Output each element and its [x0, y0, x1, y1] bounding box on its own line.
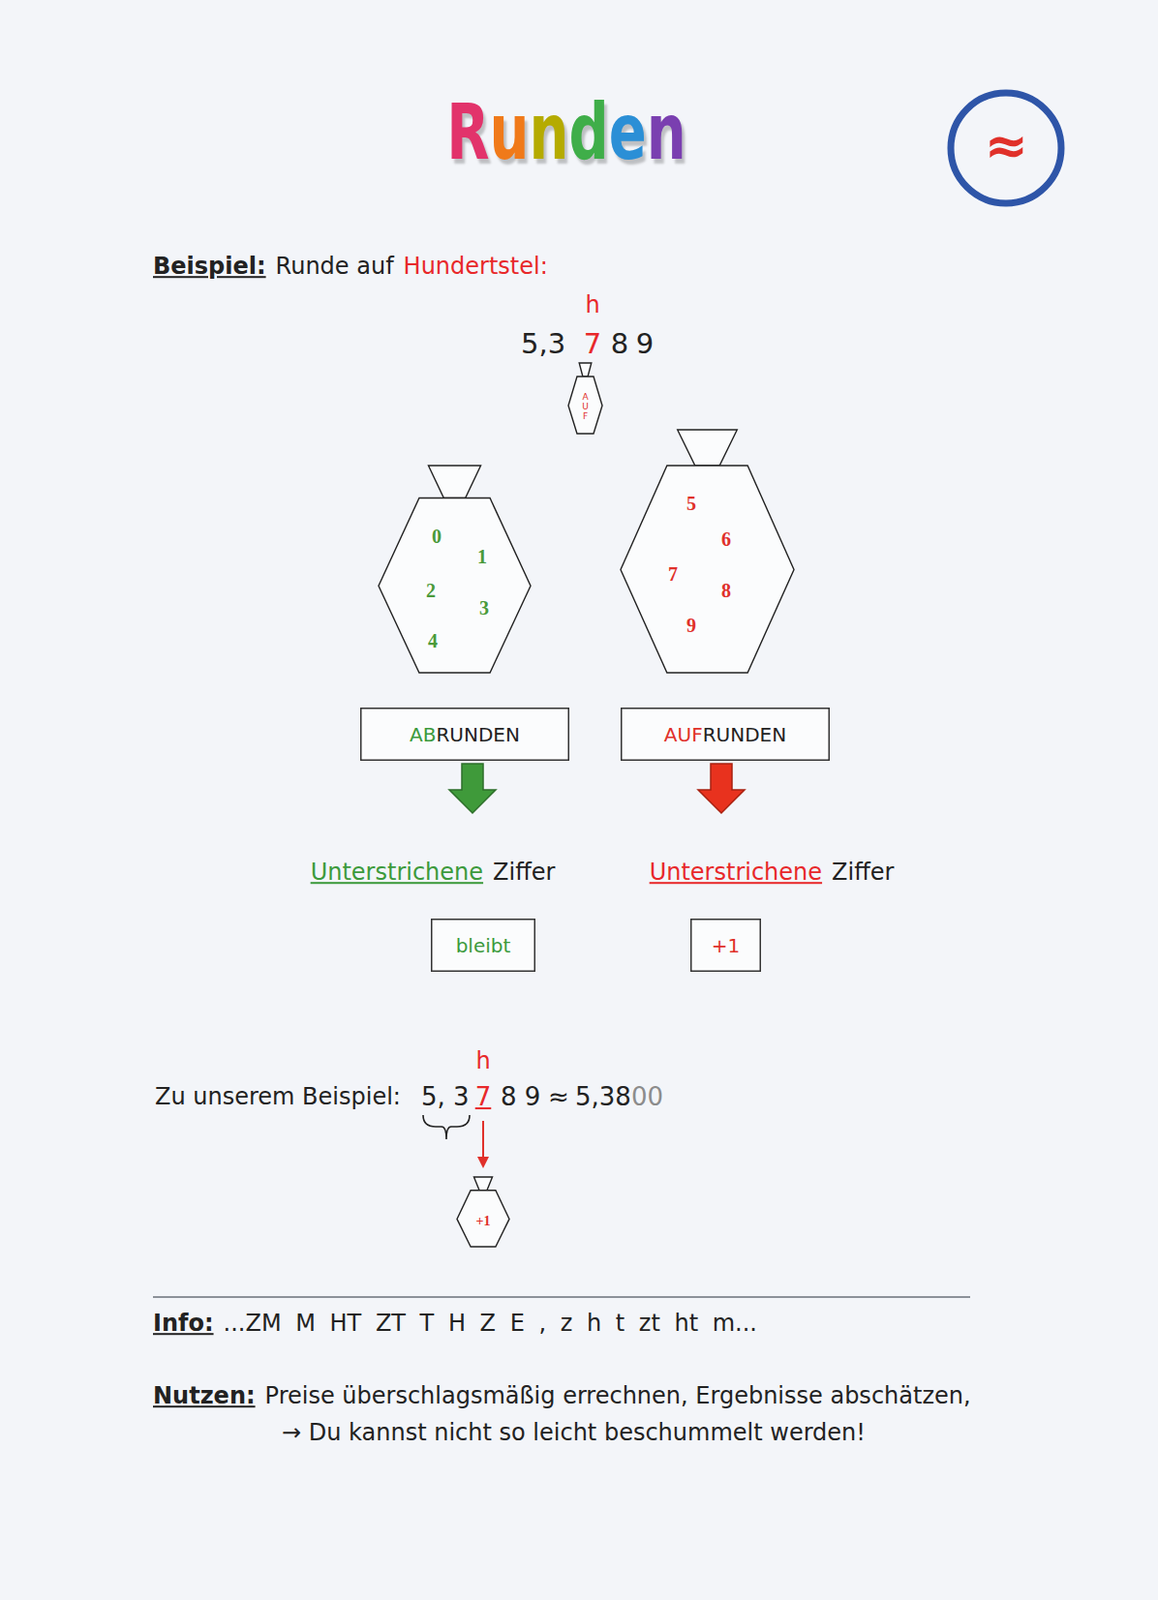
rounding-digit: 7	[475, 1083, 492, 1113]
title-letter: e	[609, 87, 647, 178]
vase-digit: 5	[686, 493, 697, 514]
place-value-sequence: ...ZM M HT ZT T H Z E , z h t zt ht m...	[223, 1310, 758, 1339]
use-text: → Du kannst nicht so leicht beschummelt …	[281, 1420, 866, 1448]
vase-digit: 7	[668, 564, 678, 584]
vase-digit: 9	[686, 615, 697, 636]
vase-outline	[619, 428, 795, 674]
vase-digit: 8	[721, 580, 732, 601]
circle-border	[950, 92, 1062, 204]
approx-symbol: ≈	[983, 120, 1028, 173]
digits-brace	[423, 1115, 470, 1140]
vase-word: AUF	[580, 393, 590, 423]
round-down-vase: 0 1 2 3 4	[377, 464, 532, 674]
box-text: AB	[409, 723, 436, 747]
number-digits: 8 9	[500, 1083, 541, 1113]
round-down-rule-row: Unterstrichene Ziffer	[310, 859, 556, 887]
small-vase: AUF	[567, 362, 604, 435]
box-text: RUNDEN	[702, 723, 788, 747]
rounded-number: 5,38	[575, 1083, 632, 1113]
box-text: +1	[711, 934, 740, 958]
box-border	[361, 708, 570, 762]
place-letter: h	[475, 1048, 490, 1076]
box-border	[621, 708, 830, 762]
number-digits: 8	[610, 328, 629, 361]
vase-neck	[579, 363, 592, 377]
page-title: Runden	[446, 90, 687, 176]
approx-circle: ≈	[946, 89, 1066, 208]
vase-neck	[473, 1177, 492, 1191]
vase-body	[378, 498, 531, 673]
info-row: Info: ...ZM M HT ZT T H Z E , z h t zt ht…	[152, 1310, 758, 1339]
vase-digit: 2	[426, 580, 436, 601]
separator-line	[152, 1296, 971, 1299]
approx-sign: ≈	[548, 1083, 570, 1113]
use-row: Nutzen: Preise überschlagsmäßig errechnen…	[152, 1383, 972, 1411]
plus-one-arrow	[482, 1121, 485, 1160]
plus-one-arrowhead	[477, 1157, 489, 1169]
round-up-arrow	[698, 763, 745, 814]
vase-neck	[427, 465, 481, 499]
box-border	[691, 919, 762, 973]
title-letter: n	[646, 87, 687, 178]
box-border	[431, 919, 536, 973]
vase-body	[457, 1190, 510, 1248]
round-down-box: ABRUNDEN	[360, 707, 570, 762]
box-text: AUF	[664, 723, 703, 747]
vase-digit: 4	[427, 631, 438, 651]
example-intro: Zu unserem Beispiel:	[154, 1084, 401, 1112]
vase-word: +1	[476, 1215, 491, 1229]
instruction-text: Runde auf	[275, 253, 395, 281]
section-heading: Beispiel:	[152, 253, 267, 281]
title-letter: d	[569, 87, 610, 178]
title-letter: u	[489, 87, 530, 178]
place-letter: h	[584, 292, 600, 320]
vase-body	[568, 376, 603, 434]
section-heading: Info:	[152, 1310, 214, 1339]
round-up-box: AUFRUNDEN	[620, 707, 830, 762]
round-up-vase: 5 6 7 8 9	[619, 428, 795, 674]
rule-word: Unterstrichene	[649, 859, 823, 887]
rule-word: Ziffer	[831, 859, 894, 887]
rule-word: Ziffer	[492, 859, 555, 887]
box-text: bleibt	[456, 934, 512, 958]
grey-zeros: 00	[631, 1083, 664, 1113]
box-text: RUNDEN	[435, 723, 520, 747]
vase-outline	[377, 464, 532, 674]
title-letter: n	[529, 87, 570, 178]
vase-digit: 6	[721, 529, 732, 549]
vase-digit: 0	[431, 526, 442, 547]
rule-word: Unterstrichene	[310, 859, 484, 887]
plus-one-box: +1	[690, 918, 762, 973]
title-letter: R	[446, 87, 489, 178]
vase-outline	[456, 1176, 511, 1249]
section-heading: Nutzen:	[152, 1383, 256, 1411]
number-digits: 5,3	[520, 328, 566, 361]
keep-box: bleibt	[430, 918, 536, 973]
vase-body	[620, 465, 794, 673]
number-digits: 5, 3	[421, 1083, 470, 1113]
use-text: Preise überschlagsmäßig errechnen, Ergeb…	[265, 1383, 972, 1411]
vase-digit: 3	[479, 598, 489, 618]
plus-one-vase: +1	[456, 1176, 511, 1249]
example-row: Beispiel: Runde auf Hundertstel:	[152, 253, 549, 281]
round-up-rule-row: Unterstrichene Ziffer	[649, 859, 895, 887]
place-value-label: Hundertstel:	[403, 253, 549, 281]
vase-digit: 1	[477, 547, 488, 567]
rounding-digit: 7	[583, 328, 602, 361]
number-digits: 9	[636, 328, 654, 361]
round-down-arrow	[449, 763, 496, 814]
vase-neck	[677, 429, 738, 466]
